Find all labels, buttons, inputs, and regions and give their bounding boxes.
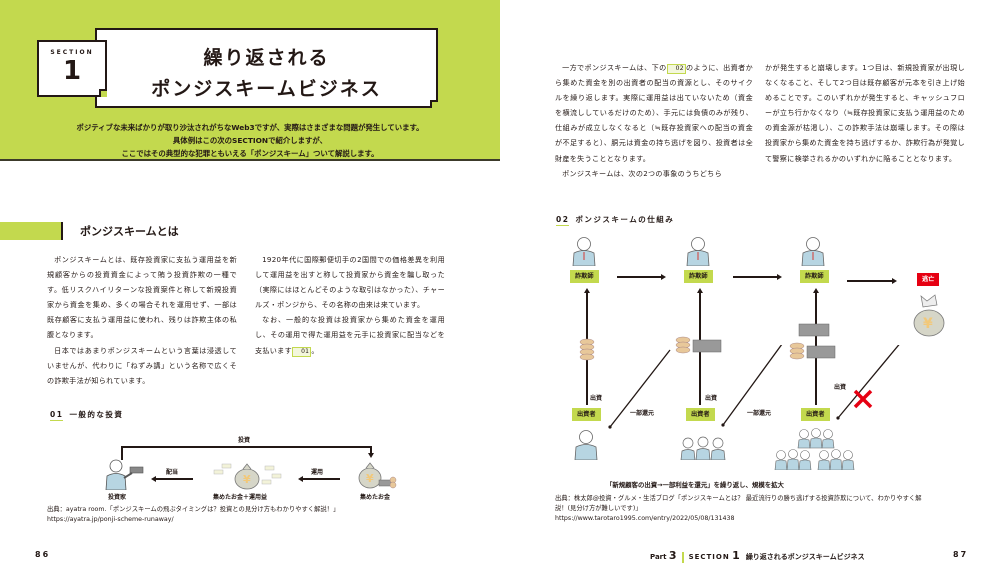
section-title-line1: 繰り返される (203, 47, 330, 69)
money-bag-escape-icon: ¥ (913, 294, 945, 337)
heading-rule (61, 222, 63, 240)
paragraph: なお、一般的な投資は投資家から集めた資金を運用し、その運用で得た運用益を元手に投… (255, 315, 445, 357)
svg-text:¥: ¥ (243, 473, 251, 486)
pool-label: 集めたお金 (360, 494, 391, 501)
flow-arrow (847, 278, 897, 283)
investor-label: 投資家 (108, 494, 127, 501)
pool-plus-profit-label: 集めたお金＋運用益 (213, 494, 268, 501)
invest-label: 出資 (590, 395, 603, 402)
figure-02-caption: 「新規顧客の出資→一部利益を還元」を繰り返し、規模を拡大 (606, 481, 784, 489)
coins-and-bills-icon (789, 323, 836, 360)
fraudster-tag: 詐欺師 (684, 270, 713, 283)
figure-ref-02[interactable]: 02 (666, 64, 686, 74)
section-label: SECTION (50, 49, 94, 56)
investor-tag: 出資者 (572, 408, 601, 421)
lead-line: 具体例はこの次のSECTIONで紹介しますが、 (172, 136, 328, 145)
operation-arrow (298, 476, 340, 481)
section-number: 1 (62, 56, 82, 86)
figure-ref-01[interactable]: 01 (291, 346, 312, 357)
investor-icon (105, 459, 144, 490)
lead-line: ポジティブな未来ばかりが取り沙汰されがちなWeb3ですが、実際はさまざまな問題が… (76, 123, 424, 132)
flow-arrow (733, 274, 782, 279)
page-number: 86 (35, 550, 51, 559)
partial-return-arrows (608, 345, 900, 429)
section-title-line2: ポンジスキームビジネス (151, 78, 382, 100)
investor-tag: 出資者 (801, 408, 830, 421)
invest-label: 投資 (238, 437, 251, 444)
flow-arrow (617, 274, 666, 279)
dividend-arrow (151, 476, 193, 481)
invest-label: 出資 (705, 395, 718, 402)
operation-label: 運用 (311, 469, 324, 476)
money-bag-with-bills-icon: ¥ (213, 463, 282, 490)
section-title-box: 繰り返される ポンジスキームビジネス (95, 28, 438, 108)
invest-flow-line (121, 446, 371, 448)
paragraph: 1920年代に国際郵便切手の2国間での価格差異を利用して運用益を出すと称して投資… (255, 255, 445, 310)
body-column-1: ポンジスキームとは、既存投資家に支払う運用益を新規顧客からの投資資金によって賄う… (47, 252, 237, 388)
single-investor-icon (574, 430, 598, 460)
svg-text:¥: ¥ (923, 316, 933, 332)
svg-text:¥: ¥ (366, 472, 374, 485)
paragraph: ポンジスキームとは、既存投資家に支払う運用益を新規顧客からの投資資金によって賄う… (47, 255, 237, 340)
page-number: 87 (953, 550, 969, 559)
partial-return-label: 一部還元 (747, 410, 772, 417)
dividend-label: 配当 (166, 469, 179, 476)
invest-arrow (368, 446, 373, 458)
paragraph: ポンジスキームは、次の2つの事象のうちどちら (562, 168, 722, 178)
body-column-2: 1920年代に国際郵便切手の2国間での価格差異を利用して運用益を出すと称して投資… (255, 252, 445, 358)
source-citation: 出典：ayatra room.「ポンジスキームの飛ぶタイミングは？投資との見分け… (47, 506, 340, 523)
money-bag-icon: ¥ (358, 462, 397, 489)
fraudster-icon (686, 237, 710, 266)
investor-tag: 出資者 (686, 408, 715, 421)
heading-accent-bar (0, 222, 62, 240)
coin-stack-icon (579, 338, 595, 361)
fraudster-tag: 詐欺師 (570, 270, 599, 283)
subheading: ポンジスキームとは (80, 225, 179, 238)
fraudster-icon (572, 237, 596, 266)
invest-label: 出資 (834, 384, 847, 391)
page-fold-icon (430, 100, 438, 108)
source-url[interactable]: https://ayatra.jp/ponji-scheme-runaway/ (47, 516, 174, 523)
investor-group-icon (680, 436, 726, 460)
source-url[interactable]: https://www.tarotaro1995.com/entry/2022/… (555, 515, 735, 522)
partial-return-label: 一部還元 (630, 410, 655, 417)
fraudster-tag: 詐欺師 (800, 270, 829, 283)
section-number-box: SECTION 1 (37, 40, 107, 97)
escape-tag: 逃亡 (917, 273, 940, 286)
running-head-divider (681, 551, 684, 563)
paragraph: かが発生すると崩壊します。1つ目は、新規投資家が出現しなくなること、そして2つ目… (765, 63, 965, 163)
left-page: 繰り返される ポンジスキームビジネス SECTION 1 ポジティブな未来ばかり… (0, 0, 500, 559)
source-citation: 出典：株太郎@投資・グルメ・生活ブログ「ポンジスキームとは？ 最近流行りの勝ち逃… (555, 494, 975, 524)
right-body-column-2: かが発生すると崩壊します。1つ目は、新規投資家が出現しなくなること、そして2つ目… (765, 60, 965, 166)
blocked-x-icon (853, 389, 873, 409)
page-fold-icon (99, 89, 107, 97)
fraudster-icon (801, 237, 825, 266)
invest-flow-line (121, 446, 123, 460)
large-investor-group-icon (774, 428, 855, 470)
coins-and-bills-icon (675, 336, 722, 354)
section-lead: ポジティブな未来ばかりが取り沙汰されがちなWeb3ですが、実際はさまざまな問題が… (0, 121, 500, 160)
paragraph: 日本ではあまりポンジスキームという言葉は浸透していませんが、代わりに「ねずみ講」… (47, 345, 237, 385)
lead-line: ここではその典型的な犯罪ともいえる「ポンジスキーム」ついて解説します。 (121, 149, 379, 158)
